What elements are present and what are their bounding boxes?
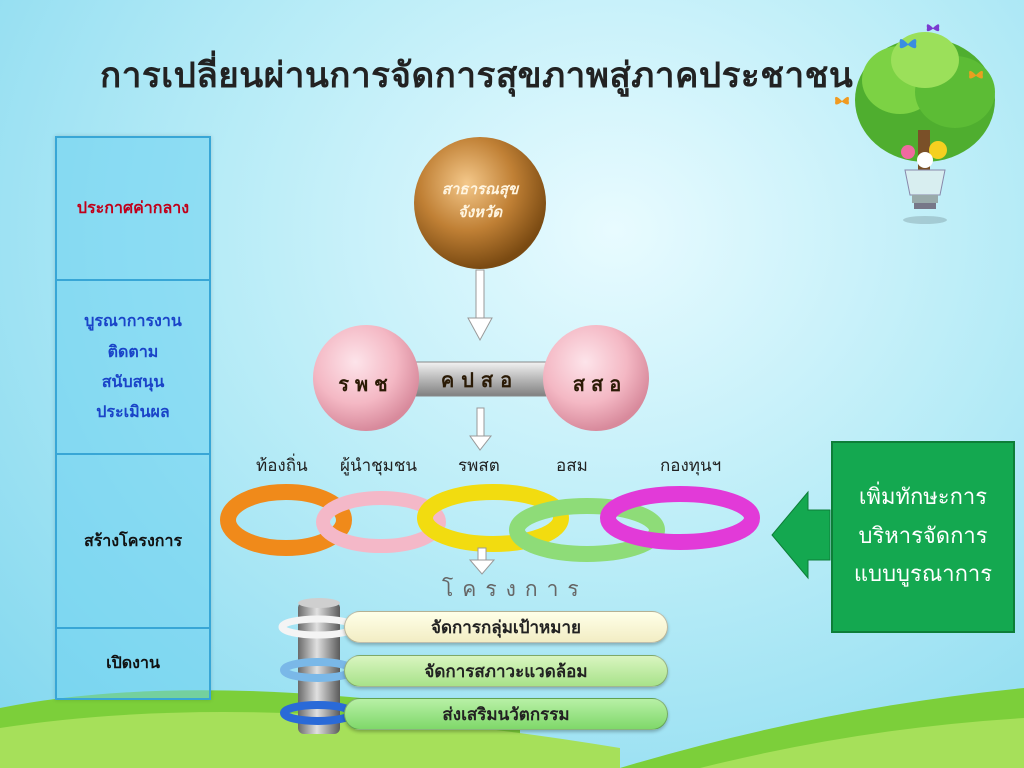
org-label-local: ท้องถิ่น — [256, 456, 308, 476]
org-label-rpst: รพสต — [458, 456, 500, 476]
callout-line: แบบบูรณาการ — [853, 562, 993, 588]
ring-magenta — [600, 486, 760, 550]
project-label: โครงการ — [442, 577, 588, 601]
butterfly-icon — [969, 70, 983, 79]
org-label-community-leader: ผู้นำชุมชน — [340, 456, 418, 476]
dumbbell-right-orb — [543, 325, 649, 431]
ring-green — [509, 498, 665, 562]
dumbbell-left-orb — [313, 325, 419, 431]
arrow-left-icon — [771, 490, 831, 580]
stage-label: สร้างโครงการ — [83, 530, 183, 550]
top-orb-line2: จังหวัด — [457, 202, 503, 221]
stage-integrate: บูรณาการงาน ติดตาม สนับสนุน ประเมินผล — [57, 281, 209, 455]
stage-label: ประกาศค่ากลาง — [76, 198, 190, 218]
stage-label: ติดตาม — [107, 341, 159, 361]
ring-orange — [220, 484, 352, 556]
dumbbell-bar — [394, 361, 566, 397]
ring-yellow — [417, 484, 569, 552]
butterfly-icon — [926, 24, 940, 32]
ring-pink — [316, 491, 446, 553]
stage-create-project: สร้างโครงการ — [57, 455, 209, 629]
arrow-down-icon — [469, 407, 493, 451]
stage-announce: ประกาศค่ากลาง — [57, 138, 209, 281]
stage-label: เปิดงาน — [106, 653, 160, 673]
org-label-fund: กองทุนฯ — [660, 456, 722, 476]
activity-environment: จัดการสภาวะแวดล้อม — [344, 655, 668, 687]
page-title: การเปลี่ยนผ่านการจัดการสุขภาพสู่ภาคประชา… — [100, 55, 854, 96]
top-orb-label: สาธารณสุข จังหวัด — [430, 178, 530, 223]
arrow-down-icon — [467, 269, 493, 342]
butterfly-icon — [835, 96, 849, 105]
stage-label: สนับสนุน — [101, 372, 165, 391]
dumbbell-right-label: สสอ — [572, 372, 628, 396]
stage-launch: เปิดงาน — [57, 629, 209, 698]
stage-column: ประกาศค่ากลาง บูรณาการงาน ติดตาม สนับสนุ… — [55, 136, 211, 700]
dumbbell-left-label: รพช — [338, 372, 394, 396]
stage-label: ประเมินผล — [96, 402, 170, 422]
dumbbell-bar-label: คปสอ — [440, 368, 520, 392]
butterfly-icon — [899, 39, 917, 49]
callout-line: บริหารจัดการ — [858, 523, 988, 549]
top-orb-line1: สาธารณสุข — [441, 180, 519, 198]
activity-innovation: ส่งเสริมนวัตกรรม — [344, 698, 668, 730]
provincial-health-orb — [414, 137, 546, 269]
org-label-osm: อสม — [556, 456, 588, 476]
arrow-down-icon — [468, 547, 496, 575]
tree-lightbulb-icon — [855, 32, 995, 224]
stage-label: บูรณาการงาน — [84, 311, 182, 331]
callout-line: เพิ่มทักษะการ — [858, 485, 988, 511]
callout-box: เพิ่มทักษะการ บริหารจัดการ แบบบูรณาการ — [831, 441, 1015, 633]
activity-target-group: จัดการกลุ่มเป้าหมาย — [344, 611, 668, 643]
